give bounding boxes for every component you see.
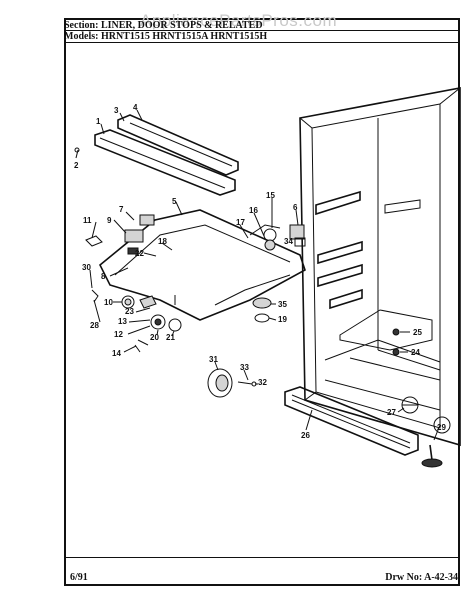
callout-20: 20: [150, 333, 159, 342]
footer-drawing-number: Drw No: A-42-34: [385, 572, 458, 583]
callout-9: 9: [107, 216, 112, 225]
callout-4: 4: [133, 103, 138, 112]
callout-7: 7: [119, 205, 124, 214]
callout-27: 27: [387, 408, 396, 417]
right-side-parts: [252, 297, 400, 356]
callout-6: 6: [293, 203, 298, 212]
leader-lines: [89, 109, 441, 441]
callout-15: 15: [266, 191, 275, 200]
callout-33: 33: [240, 363, 249, 372]
callout-19: 19: [278, 315, 287, 324]
footer-date: 6/91: [70, 572, 88, 583]
callout-10: 10: [104, 298, 113, 307]
callout-2: 2: [74, 161, 79, 170]
callout-21: 21: [166, 333, 175, 342]
callout-11: 11: [83, 216, 92, 225]
callout-25: 25: [413, 328, 422, 337]
section-header: Section: LINER, DOOR STOPS & RELATED: [64, 20, 263, 31]
crisper-cover: [339, 309, 441, 381]
header-rule: [64, 30, 460, 31]
top-channel: [94, 114, 239, 196]
callout-22: 22: [135, 249, 144, 258]
callout-28: 28: [90, 321, 99, 330]
callout-35: 35: [278, 300, 287, 309]
models-header: Models: HRNT1515 HRNT1515A HRNT1515H: [64, 31, 267, 42]
callout-32: 32: [258, 378, 267, 387]
callout-1: 1: [96, 117, 101, 126]
callout-8: 8: [101, 272, 106, 281]
callout-24: 24: [411, 348, 420, 357]
callout-12: 12: [114, 330, 123, 339]
callout-30: 30: [82, 263, 91, 272]
callout-16: 16: [249, 206, 258, 215]
callout-23: 23: [125, 307, 134, 316]
callout-26: 26: [301, 431, 310, 440]
callout-34: 34: [284, 237, 293, 246]
model-3: HRNT1515H: [210, 31, 268, 42]
callout-5: 5: [172, 197, 177, 206]
callout-29: 29: [437, 423, 446, 432]
callout-14: 14: [112, 349, 121, 358]
control-tray: [98, 209, 306, 321]
callout-18: 18: [158, 237, 167, 246]
watermark: AppliancePartsPros.com: [140, 11, 338, 30]
diagram-frame: [64, 18, 460, 586]
section-label: Section:: [64, 20, 99, 31]
shelf-rails: [315, 190, 421, 310]
callouts: 1 2 3 4 5 6 7 8 9 10 11 12 13 14 15 16 1…: [74, 103, 446, 440]
control-parts: [124, 214, 306, 255]
leveler-parts: [401, 396, 451, 468]
roller-assembly: [207, 368, 257, 398]
model-2: HRNT1515A: [152, 31, 208, 42]
callout-3: 3: [114, 106, 119, 115]
models-rule: [64, 42, 460, 43]
cabinet-liner: [299, 87, 461, 447]
callout-17: 17: [236, 218, 245, 227]
model-1: HRNT1515: [100, 31, 150, 42]
callout-31: 31: [209, 355, 218, 364]
models-label: Models:: [64, 31, 99, 42]
section-value: LINER, DOOR STOPS & RELATED: [100, 20, 263, 31]
callout-13: 13: [118, 317, 127, 326]
lower-left-parts: [74, 147, 182, 353]
toe-grille: [284, 386, 419, 456]
footer-rule: [64, 557, 460, 558]
